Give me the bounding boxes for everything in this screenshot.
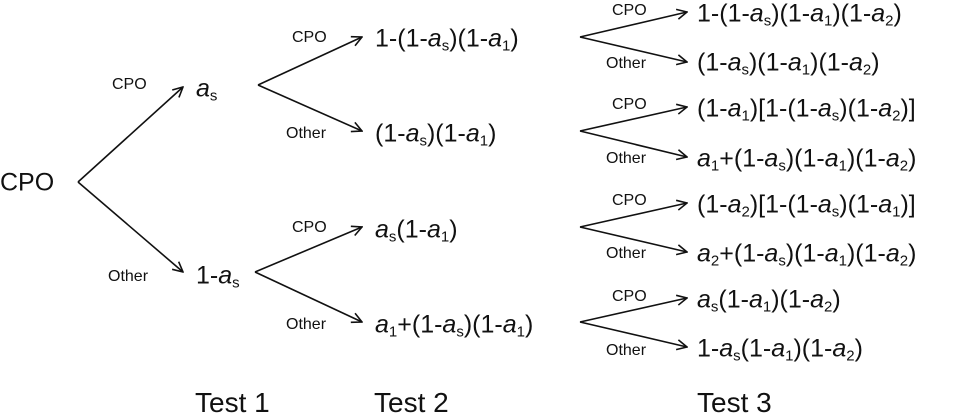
edge-label-other: Other (108, 268, 149, 285)
test3-leaf-3: (1-a1)[1-(1-as)(1-a2)] (697, 94, 916, 125)
edge-label-cpo: CPO (292, 219, 327, 236)
root-node: CPO (0, 168, 55, 197)
edge-t3-6 (579, 226, 687, 252)
edge-label-cpo: CPO (612, 96, 647, 113)
edge-t3-1 (579, 12, 687, 38)
test3-leaf-7: as(1-a1)(1-a2) (697, 285, 841, 316)
edge-label-cpo: CPO (612, 288, 647, 305)
edge-t3-4 (579, 130, 687, 157)
test3-leaf-4: a1+(1-as)(1-a1)(1-a2) (697, 144, 917, 175)
edge-t3-2 (579, 36, 687, 62)
edge-label-other: Other (606, 55, 647, 72)
edge-t3-7 (579, 298, 687, 323)
column-label-test-3: Test 3 (697, 387, 772, 418)
edge-label-other: Other (286, 316, 327, 333)
edge-label-other: Other (606, 342, 647, 359)
test3-leaf-6: a2+(1-as)(1-a1)(1-a2) (697, 239, 917, 270)
edge-root-other (77, 181, 183, 272)
column-label-test-1: Test 1 (195, 387, 270, 418)
test3-leaf-1: 1-(1-as)(1-a1)(1-a2) (697, 0, 902, 30)
edge-label-other: Other (286, 125, 327, 142)
edge-label-cpo: CPO (292, 29, 327, 46)
test2-other-other-node: a1+(1-as)(1-a1) (375, 310, 534, 341)
edge-label-cpo: CPO (112, 76, 147, 93)
test3-leaf-8: 1-as(1-a1)(1-a2) (697, 334, 863, 365)
edge-label-cpo: CPO (612, 2, 647, 19)
edge-label-cpo: CPO (612, 192, 647, 209)
edge-t1cpo-cpo (257, 37, 362, 86)
test3-leaf-2: (1-as)(1-a1)(1-a2) (697, 48, 880, 79)
edge-label-other: Other (606, 245, 647, 262)
test1-cpo-node: as (196, 74, 218, 105)
edge-t1other-other (254, 271, 362, 322)
test2-other-cpo-node: as(1-a1) (375, 215, 458, 246)
test3-leaf-5: (1-a2)[1-(1-as)(1-a1)] (697, 190, 916, 221)
column-label-test-2: Test 2 (374, 387, 449, 418)
edge-t3-8 (579, 321, 687, 347)
edge-t3-3 (579, 107, 687, 132)
edge-root-cpo (77, 87, 183, 183)
edge-t3-5 (579, 203, 687, 228)
edge-t1other-cpo (254, 227, 362, 273)
test2-cpo-cpo-node: 1-(1-as)(1-a1) (375, 24, 519, 55)
edge-t1cpo-other (257, 84, 362, 131)
edge-label-other: Other (606, 150, 647, 167)
test1-other-node: 1-as (196, 261, 240, 292)
test2-cpo-other-node: (1-as)(1-a1) (375, 119, 497, 150)
